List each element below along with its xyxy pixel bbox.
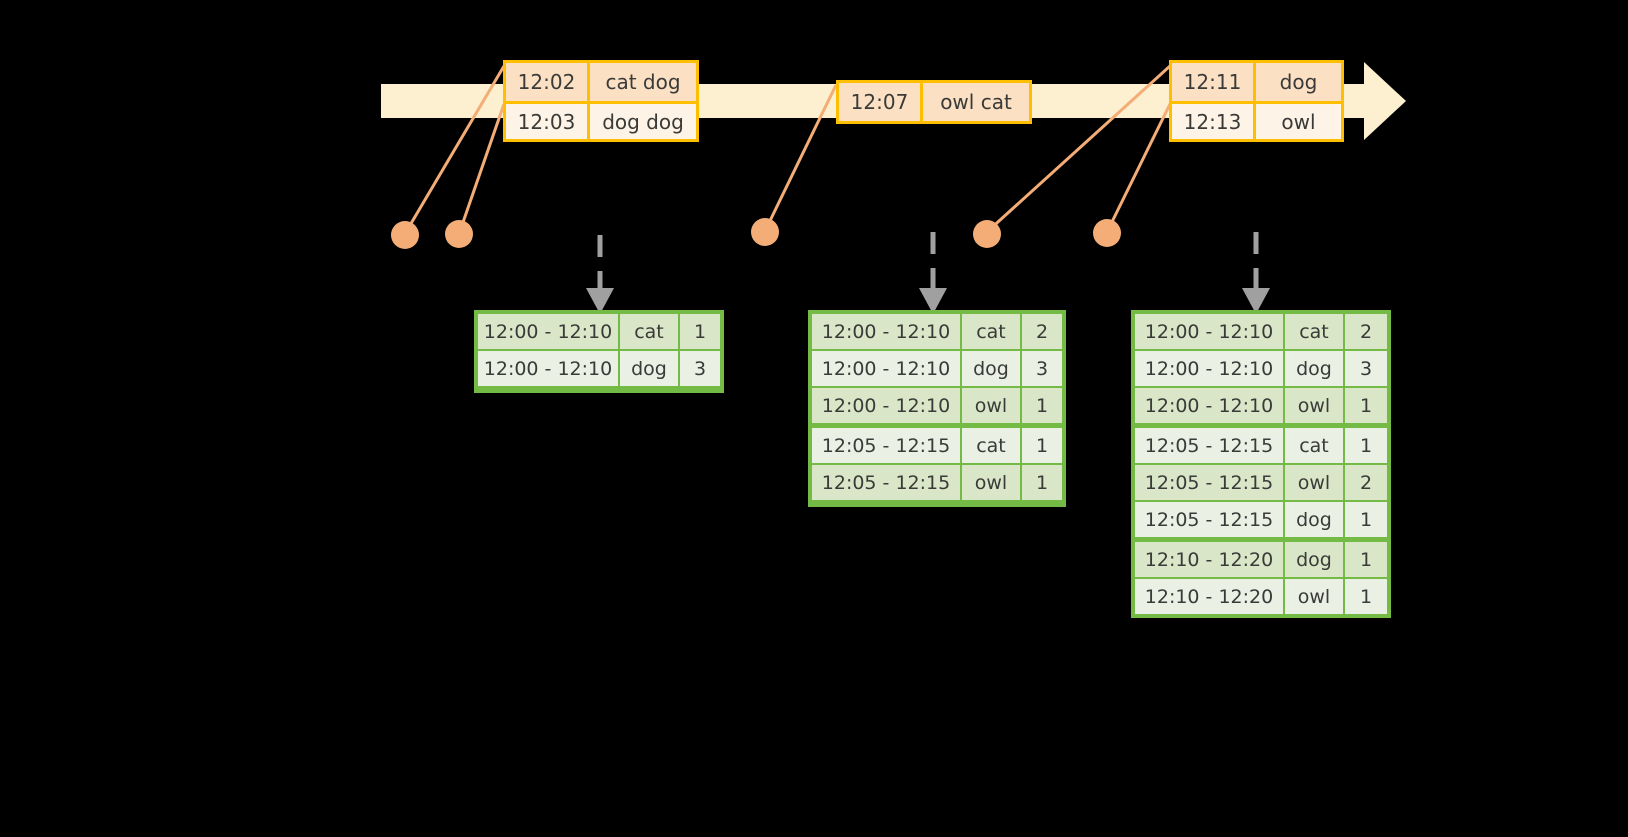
event-row[interactable]: 12:11 dog	[1172, 63, 1341, 101]
event-payload: owl	[1281, 109, 1316, 134]
cell-key: dog	[1285, 542, 1343, 577]
event-payload: dog	[1279, 70, 1318, 94]
connector-line-5	[1106, 103, 1172, 231]
cell-key: dog	[620, 351, 678, 386]
cell-count: 1	[1345, 542, 1387, 577]
cell-window: 12:00 - 12:10	[812, 351, 960, 386]
cell-count: 2	[1022, 314, 1062, 349]
emit-arrow-3	[1242, 232, 1270, 314]
cell-window: 12:05 - 12:15	[812, 465, 960, 500]
cell-key: cat	[962, 428, 1020, 463]
cell-window: 12:05 - 12:15	[1135, 465, 1283, 500]
event-time: 12:02	[506, 63, 590, 101]
trigger-dot-3	[751, 218, 779, 246]
event-row[interactable]: 12:03 dog dog	[506, 101, 696, 139]
cell-window: 12:10 - 12:20	[1135, 579, 1283, 614]
trigger-dot-1	[391, 221, 419, 249]
cell-window: 12:00 - 12:10	[1135, 351, 1283, 386]
cell-window: 12:05 - 12:15	[812, 428, 960, 463]
connector-line-1	[404, 65, 506, 233]
cell-window: 12:00 - 12:10	[812, 314, 960, 349]
cell-key: cat	[620, 314, 678, 349]
cell-window: 12:00 - 12:10	[478, 314, 618, 349]
cell-count: 1	[1345, 428, 1387, 463]
trigger-dot-2	[445, 220, 473, 248]
cell-count: 1	[1345, 388, 1387, 423]
emit-arrow-2	[919, 232, 947, 314]
cell-key: owl	[1285, 579, 1343, 614]
event-time: 12:11	[1172, 63, 1256, 101]
event-time: 12:13	[1172, 104, 1256, 139]
event-payload: cat dog	[605, 70, 681, 94]
connector-line-2	[458, 103, 506, 232]
emit-arrows	[586, 232, 1270, 314]
cell-key: dog	[1285, 502, 1343, 537]
cell-count: 1	[1022, 428, 1062, 463]
event-payload: owl cat	[940, 90, 1012, 114]
cell-window: 12:00 - 12:10	[1135, 314, 1283, 349]
cell-window: 12:00 - 12:10	[478, 351, 618, 386]
cell-key: dog	[1285, 351, 1343, 386]
cell-count: 1	[1022, 465, 1062, 500]
trigger-dot-5	[1093, 219, 1121, 247]
cell-key: owl	[1285, 465, 1343, 500]
cell-count: 3	[1345, 351, 1387, 386]
cell-window: 12:00 - 12:10	[812, 388, 960, 423]
cell-count: 3	[680, 351, 720, 386]
cell-window: 12:10 - 12:20	[1135, 542, 1283, 577]
cell-key: cat	[1285, 428, 1343, 463]
event-group-3[interactable]: 12:11 dog 12:13 owl	[1169, 60, 1344, 142]
cell-key: owl	[1285, 388, 1343, 423]
cell-count: 3	[1022, 351, 1062, 386]
event-payload: dog dog	[602, 109, 684, 134]
trigger-dot-4	[973, 220, 1001, 248]
trigger-dots	[391, 218, 1121, 249]
event-time: 12:07	[839, 83, 923, 121]
connector-line-3	[764, 84, 838, 230]
cell-key: owl	[962, 465, 1020, 500]
cell-count: 1	[1022, 388, 1062, 423]
event-group-2[interactable]: 12:07 owl cat	[836, 80, 1032, 124]
event-row[interactable]: 12:07 owl cat	[839, 83, 1029, 121]
cell-window: 12:05 - 12:15	[1135, 502, 1283, 537]
event-row[interactable]: 12:13 owl	[1172, 101, 1341, 139]
cell-count: 1	[680, 314, 720, 349]
cell-key: cat	[1285, 314, 1343, 349]
cell-key: owl	[962, 388, 1020, 423]
event-time: 12:03	[506, 104, 590, 139]
emit-arrow-1	[586, 235, 614, 314]
cell-count: 2	[1345, 314, 1387, 349]
cell-count: 1	[1345, 579, 1387, 614]
event-row[interactable]: 12:02 cat dog	[506, 63, 696, 101]
cell-window: 12:00 - 12:10	[1135, 388, 1283, 423]
cell-key: cat	[962, 314, 1020, 349]
cell-count: 1	[1345, 502, 1387, 537]
cell-key: dog	[962, 351, 1020, 386]
cell-count: 2	[1345, 465, 1387, 500]
cell-window: 12:05 - 12:15	[1135, 428, 1283, 463]
event-group-1[interactable]: 12:02 cat dog 12:03 dog dog	[503, 60, 699, 142]
